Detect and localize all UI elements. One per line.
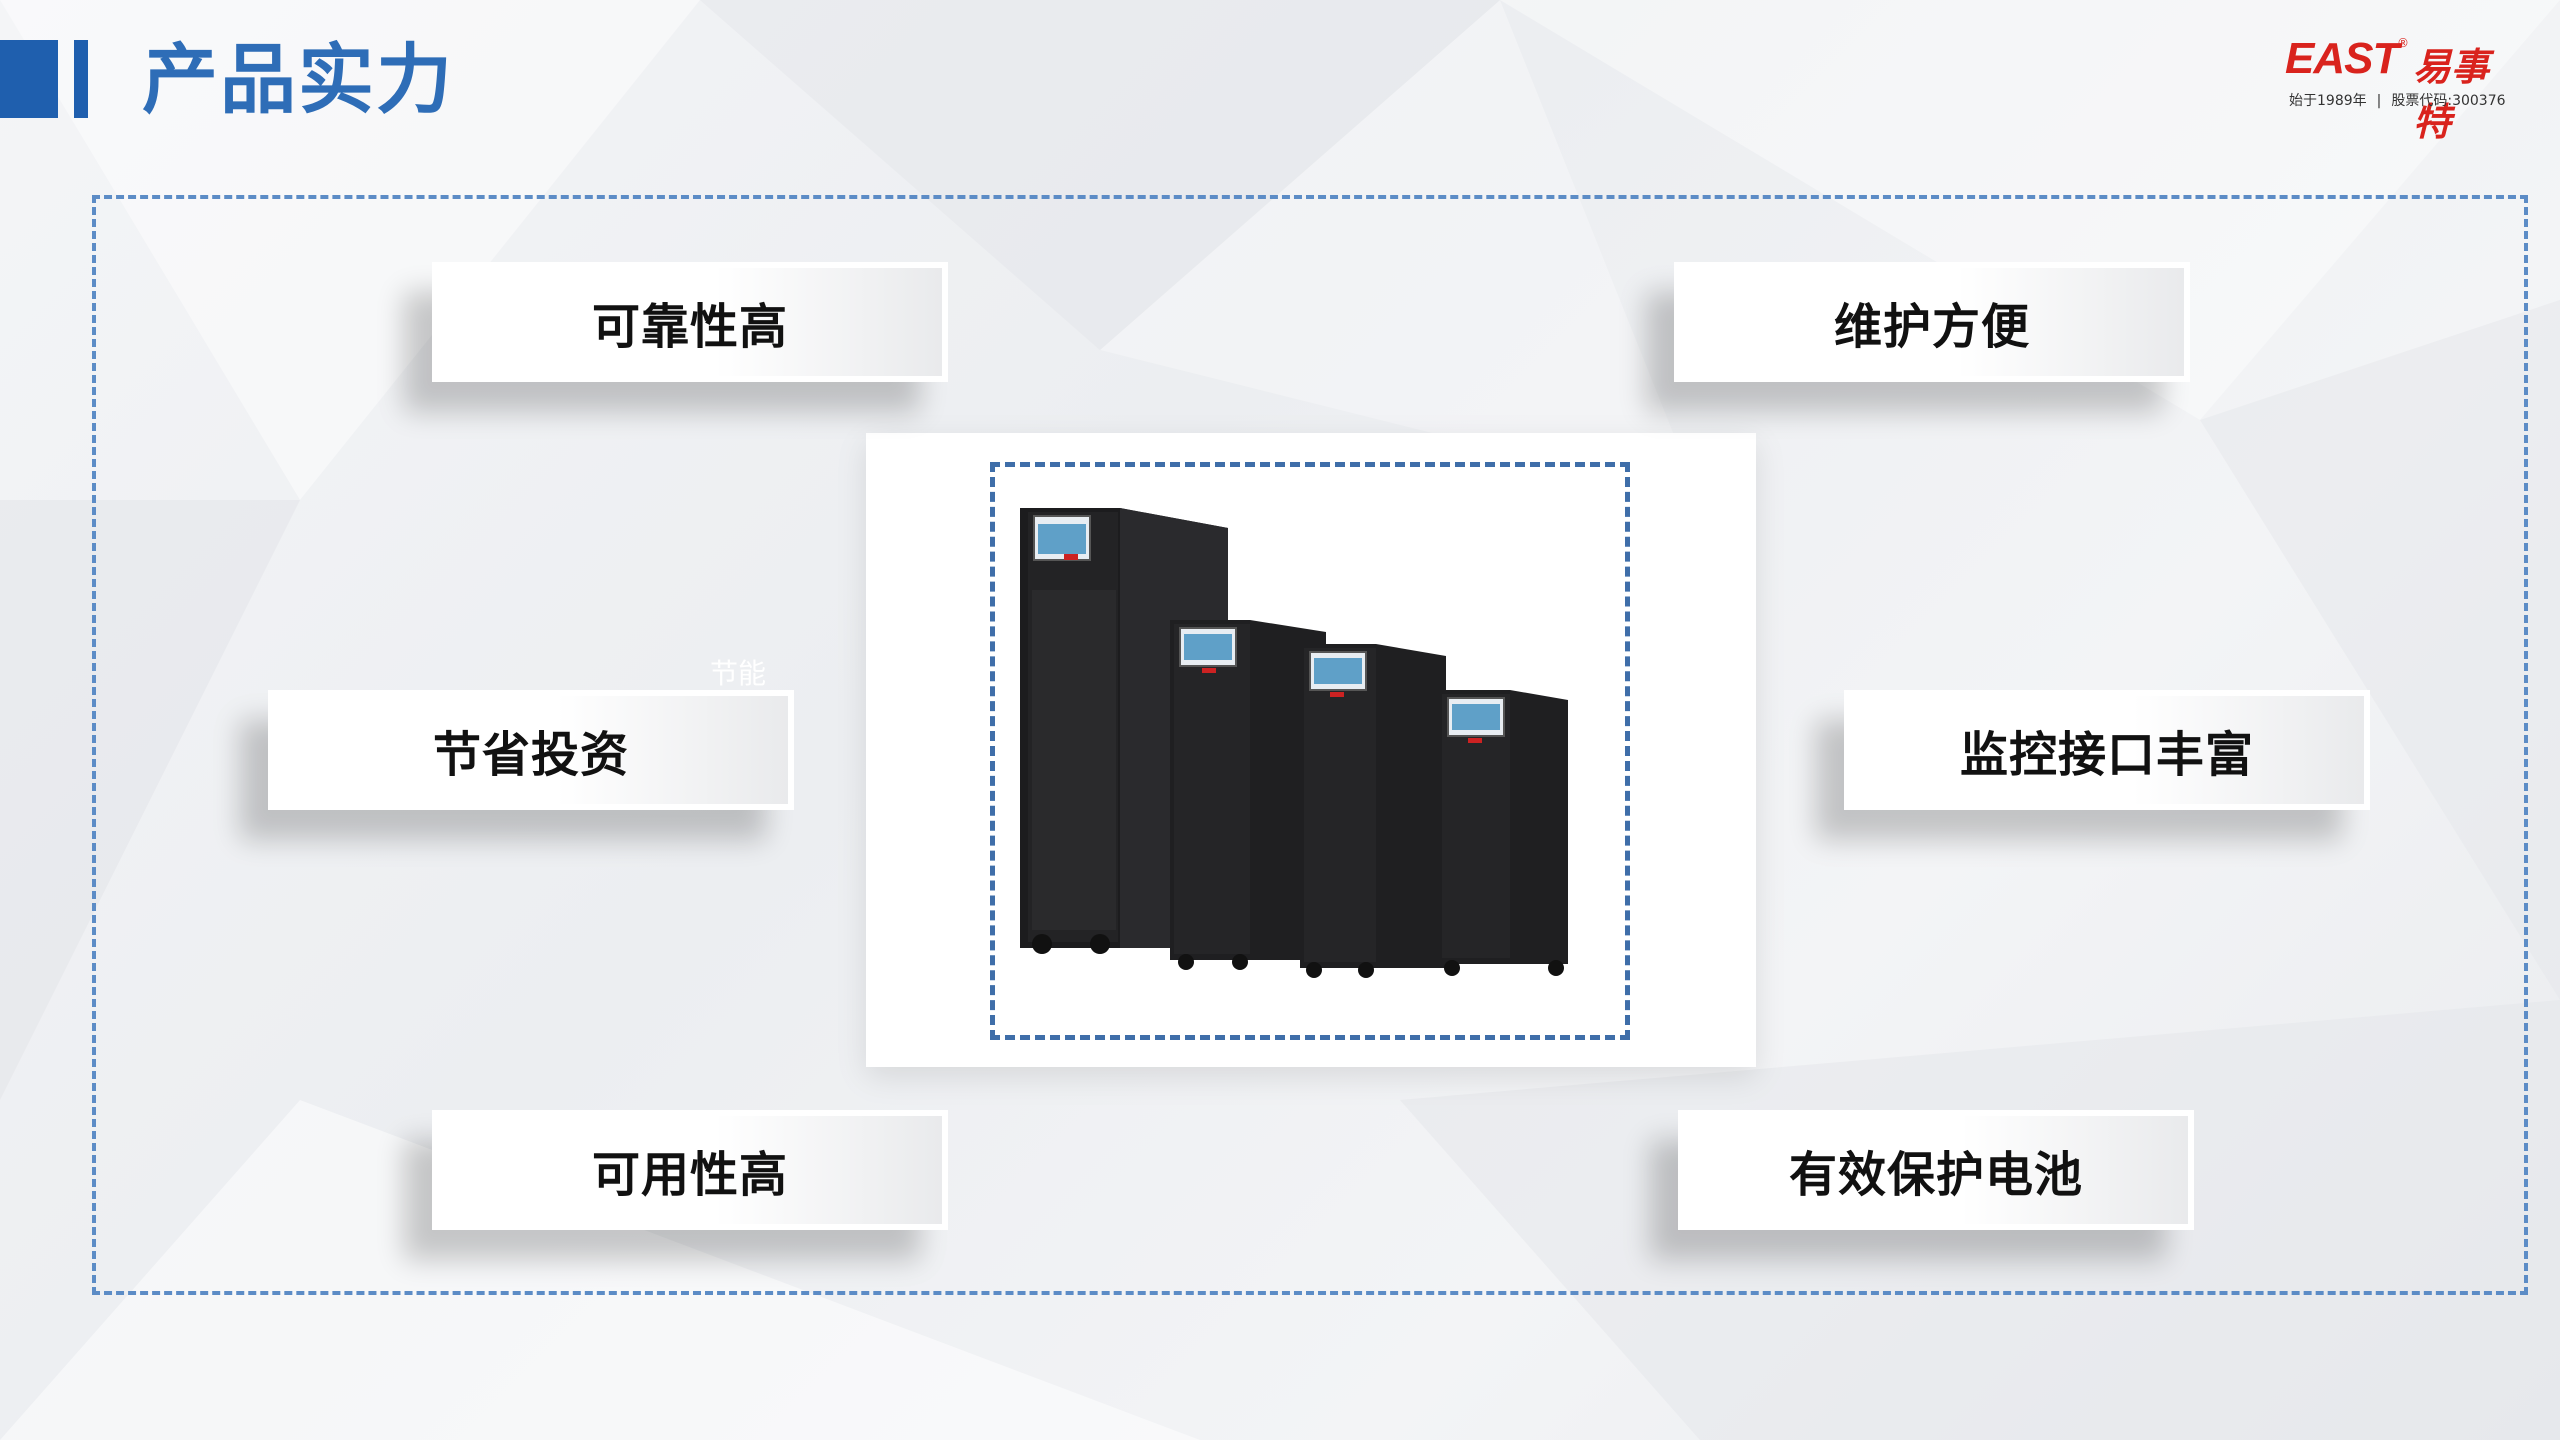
page-title: 产品实力 xyxy=(142,35,454,124)
feature-box-availability: 可用性高 xyxy=(432,1110,948,1230)
logo-separator: | xyxy=(2376,93,2382,109)
feature-box-investment: 节省投资 xyxy=(268,690,794,810)
logo-brand: EAST xyxy=(2285,34,2399,83)
logo-registered-mark: ® xyxy=(2397,36,2409,50)
feature-label: 可靠性高 xyxy=(591,299,788,355)
inner-dashed-frame xyxy=(990,462,1630,1040)
ups-cabinets-illustration xyxy=(1020,508,1568,978)
feature-box-battery: 有效保护电池 xyxy=(1678,1110,2194,1230)
logo-stock-code: 股票代码:300376 xyxy=(2391,93,2506,109)
product-image xyxy=(1000,500,1618,1002)
feature-label: 节省投资 xyxy=(432,727,629,783)
logo-founded: 始于1989年 xyxy=(2289,93,2367,109)
logo-subtitle: 始于1989年 | 股票代码:300376 xyxy=(2289,90,2506,110)
title-accent-bar-thin xyxy=(74,40,88,118)
outer-dashed-frame xyxy=(92,195,2528,1295)
feature-label: 维护方便 xyxy=(1833,299,2030,355)
ghost-label: 节能 xyxy=(710,657,767,690)
title-accent-bar xyxy=(0,40,58,118)
feature-box-maintenance: 维护方便 xyxy=(1674,262,2190,382)
feature-box-reliability: 可靠性高 xyxy=(432,262,948,382)
east-logo: EAST ® 易事特 始于1989年 | 股票代码:300376 xyxy=(2285,34,2525,144)
logo-chinese-name: 易事特 xyxy=(2413,44,2490,144)
feature-label: 有效保护电池 xyxy=(1788,1147,2083,1203)
feature-label: 监控接口丰富 xyxy=(1959,727,2254,783)
feature-box-monitoring: 监控接口丰富 xyxy=(1844,690,2370,810)
feature-label: 可用性高 xyxy=(591,1147,788,1203)
